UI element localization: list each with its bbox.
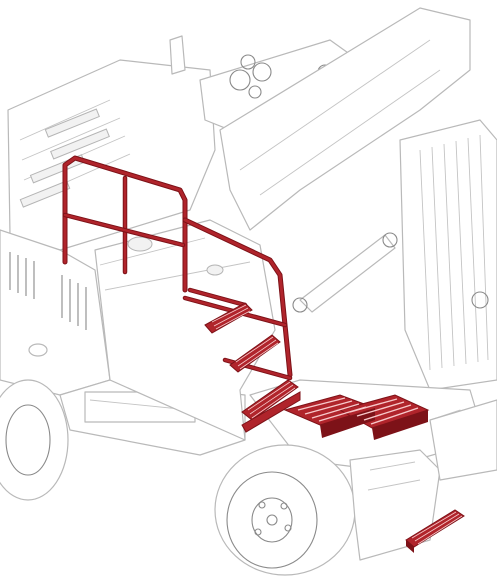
rear-wheel bbox=[0, 379, 69, 501]
access-steps bbox=[204, 302, 301, 433]
radiator-cap bbox=[471, 291, 489, 309]
access-system bbox=[62, 155, 465, 553]
machine-outline bbox=[0, 7, 497, 576]
front-wheel bbox=[214, 444, 356, 576]
control-knob bbox=[127, 236, 153, 252]
boom-cylinder bbox=[299, 234, 396, 313]
walkway-grating bbox=[283, 394, 430, 440]
side-light bbox=[28, 343, 48, 357]
rear-step bbox=[405, 509, 465, 553]
cab-base bbox=[94, 219, 276, 441]
boom bbox=[219, 7, 471, 231]
radiator bbox=[399, 119, 497, 391]
step-4 bbox=[241, 391, 301, 433]
stabilizer bbox=[429, 399, 497, 481]
radiator-fins bbox=[419, 134, 489, 371]
left-side-panel bbox=[0, 229, 111, 396]
mudguard bbox=[349, 449, 441, 561]
filler-cap bbox=[206, 264, 224, 276]
exhaust-stack bbox=[169, 35, 186, 75]
side-grille bbox=[9, 252, 87, 330]
